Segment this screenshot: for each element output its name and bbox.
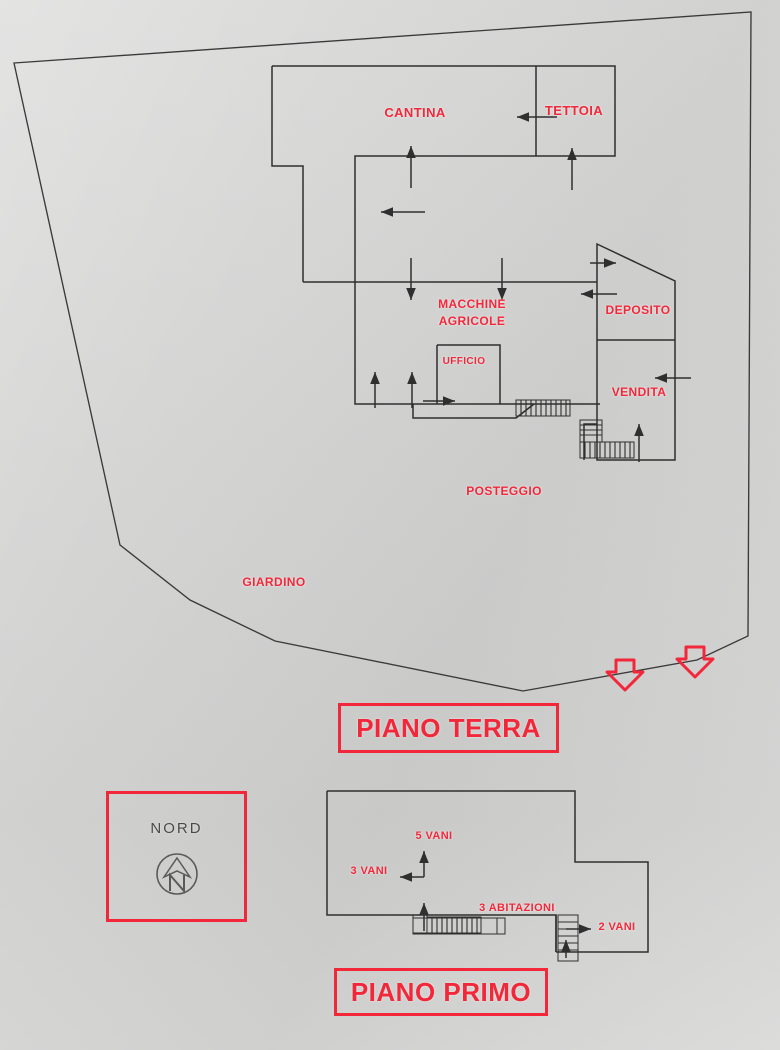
- first-floor-walls: [326, 790, 649, 953]
- room-label-tettoia: TETTOIA: [544, 103, 604, 118]
- room-label-vendita: VENDITA: [611, 385, 667, 399]
- first-floor-arrows: [400, 851, 591, 958]
- property-boundary: [13, 11, 752, 692]
- room-label-ufficio: UFFICIO: [442, 356, 486, 367]
- room-label-agricole: AGRICOLE: [438, 314, 506, 328]
- room-label-giardino: GIARDINO: [242, 575, 306, 589]
- ground-floor-arrows: [370, 112, 691, 462]
- floor-title-piano-primo: PIANO PRIMO: [334, 968, 548, 1016]
- room-label-cantina: CANTINA: [384, 105, 446, 120]
- compass-rose-icon: [155, 853, 198, 895]
- room-label-posteggio: POSTEGGIO: [466, 484, 542, 498]
- stair-vendita: [579, 419, 635, 459]
- north-label: NORD: [150, 820, 203, 837]
- annotation-2-vani: 2 VANI: [598, 921, 636, 933]
- ground-floor-walls: [271, 65, 676, 461]
- annotation-3-vani: 3 VANI: [350, 865, 388, 877]
- annotation-5-vani: 5 VANI: [415, 830, 453, 842]
- north-indicator-box: NORD: [106, 791, 247, 922]
- stair-main-hall: [515, 399, 571, 419]
- entrance-arrow-marker: [605, 645, 715, 692]
- room-label-deposito: DEPOSITO: [605, 303, 671, 317]
- annotation-3-abitazioni: 3 ABITAZIONI: [479, 902, 555, 914]
- first-floor-stairs: [412, 914, 579, 962]
- floor-title-piano-terra: PIANO TERRA: [338, 703, 559, 753]
- room-label-macchine: MACCHINE: [438, 297, 506, 311]
